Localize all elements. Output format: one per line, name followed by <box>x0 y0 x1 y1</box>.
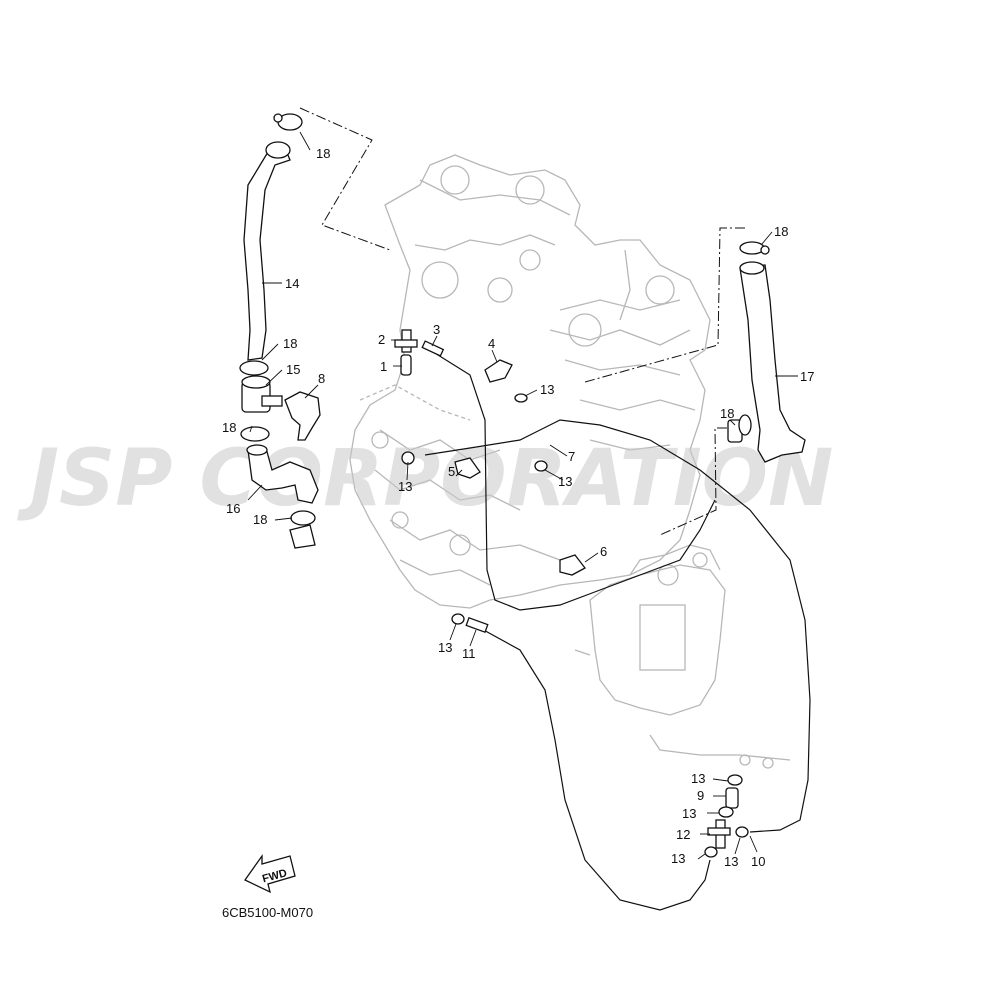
callout-13: 13 <box>724 854 738 869</box>
clamp-part-18-d <box>289 510 316 549</box>
clamp-part-18-f <box>727 414 752 443</box>
callout-18: 18 <box>283 336 297 351</box>
callout-18: 18 <box>774 224 788 239</box>
clamp-part-13-g <box>735 826 749 838</box>
callout-2: 2 <box>378 332 385 347</box>
callout-15: 15 <box>286 362 300 377</box>
joint-part-12 <box>707 819 731 849</box>
clamp-part-13-a <box>514 393 528 403</box>
linkage-line-left <box>299 107 391 251</box>
clamp-part-18-e <box>739 241 770 255</box>
clamp-part-13-e <box>727 774 743 786</box>
clamp-part-13-h <box>704 846 718 858</box>
callout-18: 18 <box>316 146 330 161</box>
tube-part-1 <box>400 354 412 376</box>
clip-part-4 <box>484 359 513 383</box>
callout-1: 1 <box>380 359 387 374</box>
callout-13: 13 <box>682 806 696 821</box>
fuel-hose-7 <box>424 419 811 833</box>
fuel-unit-outline <box>574 544 791 769</box>
callout-13: 13 <box>691 771 705 786</box>
bracket-part-8 <box>284 391 321 441</box>
linkage-line-right <box>584 227 745 383</box>
hose-part-3-end <box>421 340 445 357</box>
callout-13: 13 <box>558 474 572 489</box>
callout-18: 18 <box>720 406 734 421</box>
fuel-hose-11 <box>479 627 711 911</box>
hose-part-14 <box>243 141 291 361</box>
leader-lines <box>247 131 798 860</box>
callout-16: 16 <box>226 501 240 516</box>
callout-18: 18 <box>253 512 267 527</box>
clamp-part-18-b <box>239 360 269 376</box>
callout-5: 5 <box>448 464 455 479</box>
callout-6: 6 <box>600 544 607 559</box>
callout-17: 17 <box>800 369 814 384</box>
callout-11: 11 <box>462 646 476 661</box>
clamp-part-13-c <box>534 460 548 472</box>
fitting-part-15 <box>241 375 283 413</box>
clip-part-5 <box>454 457 481 479</box>
callout-14: 14 <box>285 276 299 291</box>
hose-part-16 <box>246 444 319 504</box>
callout-3: 3 <box>433 322 440 337</box>
watermark-text: JSP CORPORATION <box>17 434 833 524</box>
callout-13: 13 <box>438 640 452 655</box>
clamp-part-13-f <box>718 806 734 818</box>
callout-18: 18 <box>222 420 236 435</box>
callout-13: 13 <box>540 382 554 397</box>
callout-9: 9 <box>697 788 704 803</box>
clip-part-6 <box>559 554 586 576</box>
hose-part-17 <box>739 261 806 463</box>
callout-7: 7 <box>568 449 575 464</box>
diagram-code: 6CB5100-M070 <box>222 905 313 920</box>
callout-labels: 18 14 18 15 8 18 16 18 2 1 3 4 13 5 13 7… <box>222 146 814 869</box>
callout-4: 4 <box>488 336 495 351</box>
hose-part-11-end <box>465 616 489 634</box>
clamp-part-18-c <box>240 426 270 442</box>
callout-13: 13 <box>671 851 685 866</box>
callout-13: 13 <box>398 479 412 494</box>
clamp-part-18-a <box>273 113 303 131</box>
fwd-arrow-icon: FWD <box>244 853 296 894</box>
clamp-part-13-d <box>451 613 465 625</box>
callout-12: 12 <box>676 827 690 842</box>
callout-8: 8 <box>318 371 325 386</box>
joint-part-2 <box>394 329 418 353</box>
fuel-hose-3 <box>429 349 716 611</box>
engine-block-outline <box>349 154 711 609</box>
callout-10: 10 <box>751 854 765 869</box>
tube-part-9 <box>725 787 739 809</box>
